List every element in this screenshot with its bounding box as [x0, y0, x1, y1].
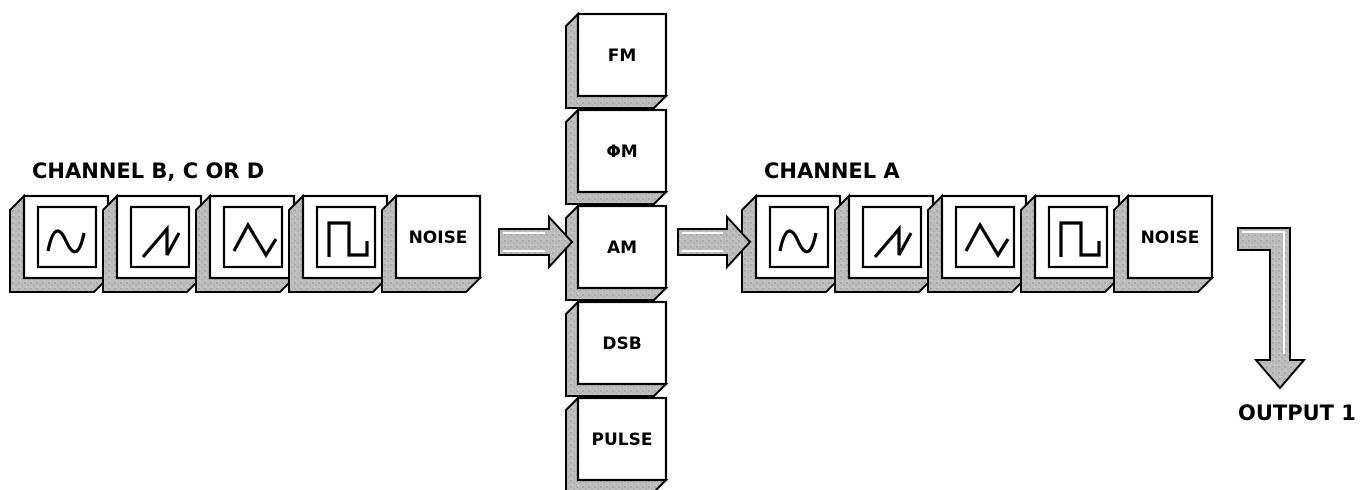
- flow-arrow-to-modulation: [498, 214, 574, 270]
- triangle-wave-icon: [954, 205, 1016, 269]
- bcd-key-sine-wave[interactable]: [9, 193, 111, 293]
- bcd-key-triangle-wave[interactable]: [195, 193, 297, 293]
- flow-arrow-to-output: [1237, 227, 1307, 390]
- square-wave-icon: [315, 205, 377, 269]
- bcd-key-square-wave[interactable]: [288, 193, 390, 293]
- bcd-key-noise[interactable]: NOISE: [381, 193, 483, 293]
- sawtooth-wave-icon: [861, 205, 923, 269]
- modulation-key-column: FM ΦM AM DSB PULSE: [565, 11, 669, 490]
- bcd-key-sawtooth-wave[interactable]: [102, 193, 204, 293]
- channel-a-label: CHANNEL A: [764, 159, 900, 183]
- sine-wave-icon: [36, 205, 98, 269]
- channel-a-key-row: NOISE: [741, 193, 1215, 293]
- mod-key-dsb[interactable]: DSB: [565, 299, 669, 397]
- channel-bcd-key-row: NOISE: [9, 193, 483, 293]
- a-key-sine-wave[interactable]: [741, 193, 843, 293]
- mod-key-fm[interactable]: FM: [565, 11, 669, 109]
- mod-key-phase-m-label: ΦM: [606, 142, 637, 162]
- a-key-noise[interactable]: NOISE: [1113, 193, 1215, 293]
- a-key-noise-label: NOISE: [1141, 228, 1200, 248]
- mod-key-pulse-label: PULSE: [592, 430, 653, 450]
- mod-key-am[interactable]: AM: [565, 203, 669, 301]
- mod-key-dsb-label: DSB: [602, 334, 641, 354]
- square-wave-icon: [1047, 205, 1109, 269]
- mod-key-phase-m[interactable]: ΦM: [565, 107, 669, 205]
- mod-key-am-label: AM: [607, 238, 637, 258]
- channel-bcd-label: CHANNEL B, C OR D: [32, 159, 264, 183]
- mod-key-pulse[interactable]: PULSE: [565, 395, 669, 490]
- bcd-key-noise-label: NOISE: [409, 228, 468, 248]
- mod-key-fm-label: FM: [608, 46, 637, 66]
- output-label: OUTPUT 1: [1238, 401, 1356, 425]
- a-key-sawtooth-wave[interactable]: [834, 193, 936, 293]
- triangle-wave-icon: [222, 205, 284, 269]
- flow-arrow-to-channel-a: [677, 214, 752, 270]
- sine-wave-icon: [768, 205, 830, 269]
- a-key-triangle-wave[interactable]: [927, 193, 1029, 293]
- a-key-square-wave[interactable]: [1020, 193, 1122, 293]
- sawtooth-wave-icon: [129, 205, 191, 269]
